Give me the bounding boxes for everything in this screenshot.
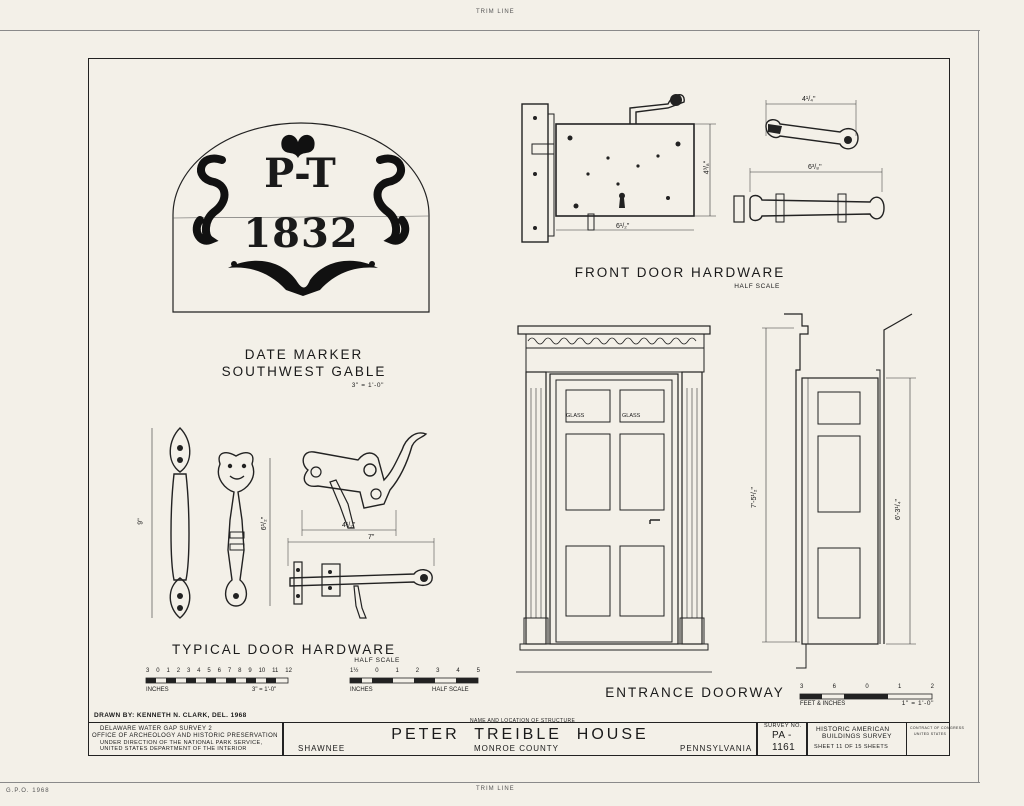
scale-1-tick: 3 (146, 668, 150, 674)
entrance-doorway-elevation (516, 325, 712, 673)
scale-1-tick: 5 (207, 668, 211, 674)
graphic-scale-feet (799, 693, 933, 700)
title-block (88, 722, 950, 756)
scale-3-tick: 2 (930, 684, 934, 690)
date-marker-year: 1832 (243, 210, 359, 257)
lock-width-dimension: 6¹/₂" (616, 223, 630, 230)
scale-3-tick: 1 (897, 684, 902, 690)
front-door-scale: HALF SCALE (734, 283, 780, 290)
scale-3-tick: 3 (800, 684, 804, 690)
drawn-by: DRAWN BY: KENNETH N. CLARK, DEL. 1968 (94, 712, 247, 719)
scale-1-right-label: 3" = 1'-0" (252, 687, 277, 693)
scale-3-tick: 6 (832, 684, 836, 690)
scale-1-tick: 3 (186, 668, 191, 674)
bolt-width-dimension: 6³/₈" (808, 164, 822, 171)
scale-2-tick: 3 (436, 668, 440, 674)
office-line-2: OFFICE OF ARCHEOLOGY AND HISTORIC PRESER… (92, 733, 278, 739)
survey-number-label: SURVEY NO. (764, 723, 802, 729)
front-door-handle-drawing (733, 100, 885, 223)
southwest-gable-title: SOUTHWEST GABLE (221, 364, 387, 379)
scale-1-ticks: 3 0 1 2 3 4 5 6 7 8 9 10 11 12 (146, 668, 292, 674)
scale-2-ticks: 1½ 0 1 2 3 4 5 (350, 668, 480, 674)
front-door-lock-drawing (521, 94, 716, 243)
drawing-sheet-border (88, 58, 950, 756)
bar-latch-width-dimension: 7" (368, 534, 375, 541)
trim-line-bottom (0, 782, 980, 783)
scale-2-tick: 2 (415, 668, 420, 674)
scale-2-tick: 4 (456, 668, 460, 674)
office-line-3: UNDER DIRECTION OF THE NATIONAL PARK SER… (100, 740, 263, 746)
trim-line-top-label: TRIM LINE (476, 9, 515, 15)
office-line-4: UNITED STATES DEPARTMENT OF THE INTERIOR (100, 746, 247, 752)
entrance-doorway-section (762, 313, 916, 669)
title-block-divider-2 (756, 722, 758, 756)
title-block-divider-4 (906, 722, 907, 756)
date-marker-drawing (172, 122, 430, 313)
scale-1-tick: 11 (272, 668, 279, 674)
scale-1-tick: 1 (166, 668, 170, 674)
date-marker-title: DATE MARKER (244, 347, 364, 362)
location-county: MONROE COUNTY (474, 744, 559, 753)
typical-door-hardware-title: TYPICAL DOOR HARDWARE (171, 642, 397, 657)
survey-number: PA - (772, 730, 792, 741)
entrance-doorway-title: ENTRANCE DOORWAY (605, 685, 785, 700)
trim-line-bottom-label: TRIM LINE (476, 786, 515, 792)
door-height-dimension: 7'-5¹/₂" (750, 487, 758, 508)
scale-2-tick: 1 (395, 668, 399, 674)
location-town: SHAWNEE (298, 744, 346, 753)
scale-1-tick: 9 (248, 668, 252, 674)
scale-2-left-label: INCHES (350, 687, 373, 693)
title-block-divider-3 (806, 722, 808, 756)
graphic-scale-inches-1 (145, 677, 289, 684)
scale-1-tick: 6 (217, 668, 221, 674)
scale-2-right-label: HALF SCALE (432, 687, 469, 693)
contract-note-2: UNITED STATES (914, 732, 947, 736)
location-state: PENNSYLVANIA (680, 744, 753, 753)
scale-2-tick: 0 (375, 668, 379, 674)
entrance-scale: 1" = 1'-0" (901, 700, 934, 707)
pull-height-dimension: 9" (137, 518, 145, 525)
scale-1-tick: 8 (238, 668, 242, 674)
scale-1-left-label: INCHES (146, 687, 169, 693)
scale-1-tick: 7 (227, 668, 232, 674)
title-block-divider-1 (282, 722, 284, 756)
scale-1-tick: 4 (197, 668, 201, 674)
typical-door-scale: HALF SCALE (354, 657, 400, 664)
date-marker-initials: P-T (264, 150, 338, 197)
graphic-scale-inches-2 (349, 677, 479, 684)
scale-1-tick: 12 (285, 668, 292, 674)
scale-2-tick: 1½ (350, 668, 359, 674)
scale-1-tick: 10 (258, 668, 266, 674)
scale-3-ticks: 3 6 0 1 2 (800, 684, 934, 690)
glass-label-left: GLASS (566, 413, 585, 419)
scale-3-tick: 0 (865, 684, 869, 690)
survey-number-2: 1161 (772, 742, 796, 753)
handle-width-dimension: 4¹/₄" (802, 96, 816, 103)
scale-3-left-label: FEET & INCHES (800, 701, 846, 707)
opening-height-dimension: 6'-3¹/₄" (895, 498, 903, 521)
footer-code: G.P.O. 1968 (6, 788, 50, 794)
glass-label-right: GLASS (622, 413, 641, 419)
scale-1-tick: 0 (156, 668, 160, 674)
latch-height-dimension: 6¹/₂" (261, 516, 269, 531)
trim-line-top (0, 30, 980, 31)
scale-2-tick: 5 (476, 668, 480, 674)
latch-width-dimension: 4¹/₂" (342, 522, 356, 529)
habs-line-1: HISTORIC AMERICAN (816, 726, 890, 733)
scale-1-tick: 2 (176, 668, 181, 674)
name-location-caption: NAME AND LOCATION OF STRUCTURE (470, 718, 576, 724)
office-line-1: DELAWARE WATER GAP SURVEY 2 (100, 726, 213, 732)
date-marker-scale: 3" = 1'-0" (351, 382, 384, 389)
front-door-hardware-title: FRONT DOOR HARDWARE (574, 265, 786, 280)
habs-line-2: BUILDINGS SURVEY (822, 733, 892, 740)
bar-latch-drawing (287, 538, 435, 619)
trim-line-right (978, 30, 979, 782)
house-name: PETER TREIBLE HOUSE (391, 726, 649, 743)
lock-height-dimension: 4³/₈" (703, 160, 711, 175)
typical-door-hardware-drawing (151, 427, 428, 619)
contract-note-1: CONTRACT OF CONGRESS (910, 726, 965, 730)
sheet-number: SHEET 11 OF 15 SHEETS (814, 744, 889, 750)
